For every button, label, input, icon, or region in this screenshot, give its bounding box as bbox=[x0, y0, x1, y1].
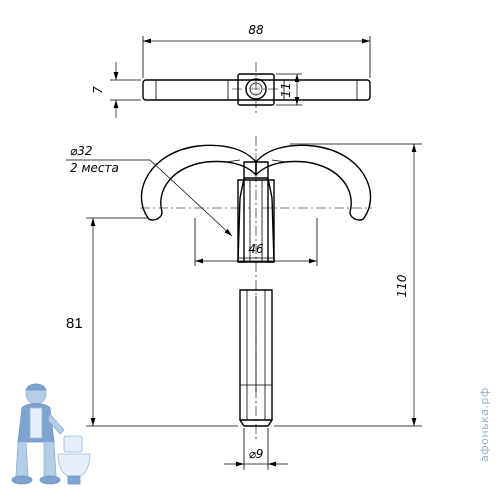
right-clip-arc bbox=[255, 144, 372, 221]
left-clip-arc bbox=[140, 144, 257, 221]
dim-arc-count: 2 места bbox=[70, 161, 119, 175]
plumber-mascot-icon bbox=[11, 383, 91, 485]
dim-total-height: 110 bbox=[395, 274, 409, 297]
dim-overall-width: 88 bbox=[248, 23, 264, 37]
top-view-bar bbox=[142, 79, 371, 101]
dim-shank-length: 81 bbox=[66, 315, 83, 332]
top-view: 88 7 11 bbox=[91, 23, 371, 118]
dim-clip-span: 46 bbox=[248, 242, 264, 256]
dim-bar-thickness: 7 bbox=[91, 86, 105, 94]
dim-arc-diameter: ⌀32 bbox=[70, 144, 93, 158]
dim-shank-diameter: ⌀9 bbox=[249, 447, 264, 461]
front-view: ⌀32 2 места 46 81 110 ⌀9 bbox=[66, 136, 422, 470]
watermark-site-name: афонька.рф bbox=[478, 387, 491, 462]
dim-hub-height: 11 bbox=[279, 82, 293, 97]
